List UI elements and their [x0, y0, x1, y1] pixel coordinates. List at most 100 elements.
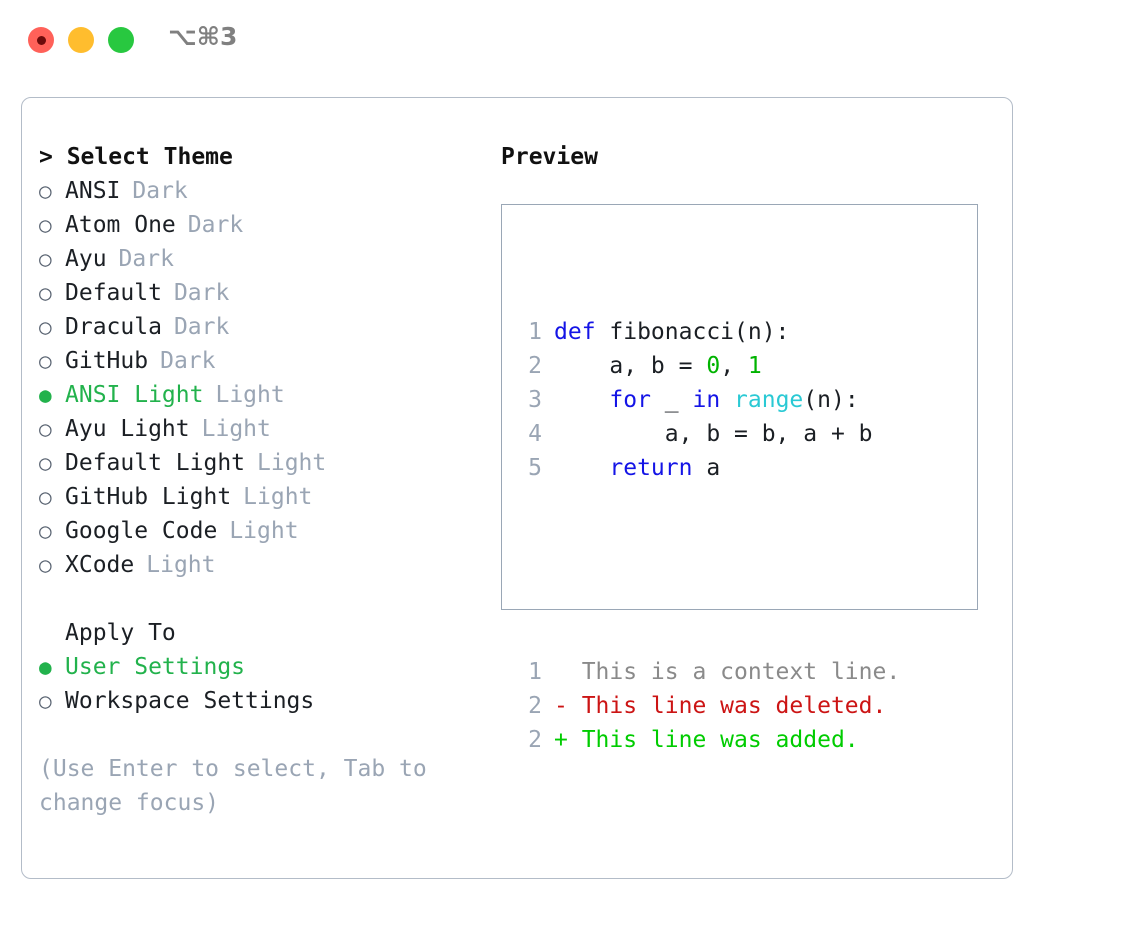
code-line-number: 2	[528, 353, 542, 379]
theme-variant-tag: Dark	[173, 280, 230, 306]
theme-variant-tag: Light	[243, 484, 313, 510]
diff-line-number: 2	[528, 693, 542, 719]
preview-heading: Preview	[501, 144, 598, 170]
radio-unselected-icon: ○	[39, 519, 52, 543]
theme-list-item[interactable]: ○ Default Dark	[39, 276, 499, 310]
radio-unselected-icon: ○	[39, 349, 52, 373]
diff-line: 2 - This line was deleted.	[512, 689, 900, 723]
theme-name-label: Atom One	[65, 212, 176, 238]
theme-name-label: Dracula	[65, 314, 162, 340]
radio-unselected-icon: ○	[39, 485, 52, 509]
theme-variant-tag: Light	[201, 416, 271, 442]
theme-list-item[interactable]: ○ GitHub Dark	[39, 344, 499, 378]
code-token: ,	[720, 353, 748, 379]
radio-unselected-icon: ○	[39, 451, 52, 475]
radio-unselected-icon: ○	[39, 247, 52, 271]
code-line-number: 3	[528, 387, 542, 413]
code-diff-gap	[512, 553, 900, 587]
radio-unselected-icon: ○	[39, 315, 52, 339]
code-token	[554, 455, 609, 481]
close-window-icon[interactable]	[28, 27, 54, 53]
code-line-text: a, b = 0, 1	[554, 349, 761, 383]
apply-to-option[interactable]: ● User Settings	[39, 650, 499, 684]
theme-list-item[interactable]: ○ Atom One Dark	[39, 208, 499, 242]
theme-list-item[interactable]: ○ Default Light Light	[39, 446, 499, 480]
code-line: 5 return a	[512, 451, 900, 485]
radio-selected-icon: ●	[39, 383, 52, 407]
code-token: a, b =	[554, 353, 707, 379]
radio-unselected-icon: ○	[39, 417, 52, 441]
diff-line-text: - This line was deleted.	[554, 693, 887, 719]
radio-unselected-icon: ○	[39, 553, 52, 577]
code-line-text: return a	[554, 451, 720, 485]
code-token: _	[650, 387, 693, 413]
apply-to-label: User Settings	[65, 654, 246, 680]
code-line: 4 a, b = b, a + b	[512, 417, 900, 451]
code-token: return	[609, 455, 693, 481]
maximize-window-icon[interactable]	[108, 27, 134, 53]
code-line: 2 a, b = 0, 1	[512, 349, 900, 383]
apply-to-option[interactable]: ○ Workspace Settings	[39, 684, 499, 718]
minimize-window-icon[interactable]	[68, 27, 94, 53]
diff-line-text: This is a context line.	[554, 659, 901, 685]
diff-line-number: 1	[528, 659, 542, 685]
theme-name-label: XCode	[65, 552, 135, 578]
radio-unselected-icon: ○	[39, 179, 52, 203]
code-line: 3 for _ in range(n):	[512, 383, 900, 417]
theme-name-label: GitHub Light	[65, 484, 232, 510]
code-token	[554, 387, 609, 413]
radio-unselected-icon: ○	[39, 213, 52, 237]
apply-to-label: Workspace Settings	[65, 688, 315, 714]
code-token: range	[734, 387, 804, 413]
theme-name-label: Default	[65, 280, 162, 306]
code-line-text: def fibonacci(n):	[554, 315, 789, 349]
theme-variant-tag: Light	[229, 518, 299, 544]
select-theme-heading: > Select Theme	[39, 144, 233, 170]
radio-unselected-icon: ○	[39, 689, 52, 713]
theme-list-item[interactable]: ○ XCode Light	[39, 548, 499, 582]
diff-line-number: 2	[528, 727, 542, 753]
radio-selected-icon: ●	[39, 655, 52, 679]
theme-variant-tag: Dark	[187, 212, 244, 238]
apply-to-option-list: ● User Settings ○ Workspace Settings	[39, 650, 499, 718]
theme-list-item[interactable]: ○ Dracula Dark	[39, 310, 499, 344]
code-line-number: 4	[528, 421, 542, 447]
theme-name-label: Default Light	[65, 450, 246, 476]
list-spacer	[39, 582, 499, 616]
theme-name-label: Ayu	[65, 246, 107, 272]
theme-list-item[interactable]: ○ Google Code Light	[39, 514, 499, 548]
code-token: a, b = b, a + b	[554, 421, 873, 447]
code-token	[720, 387, 734, 413]
code-line-number: 5	[528, 455, 542, 481]
window-titlebar: ⌥⌘3	[0, 0, 1140, 80]
theme-variant-tag: Light	[257, 450, 327, 476]
apply-to-heading: Apply To	[65, 620, 176, 646]
diff-line-list: 1 This is a context line. 2 - This line wa…	[512, 655, 900, 757]
theme-variant-tag: Light	[215, 382, 285, 408]
theme-variant-tag: Dark	[173, 314, 230, 340]
diff-line: 1 This is a context line.	[512, 655, 900, 689]
theme-name-label: GitHub	[65, 348, 149, 374]
diff-line-text: + This line was added.	[554, 727, 859, 753]
theme-variant-tag: Light	[146, 552, 216, 578]
theme-name-label: ANSI	[65, 178, 121, 204]
keyboard-hint-text: (Use Enter to select, Tab to change focu…	[39, 756, 441, 816]
code-token: (n):	[803, 387, 859, 413]
theme-variant-tag: Dark	[160, 348, 216, 374]
keyboard-shortcut-label: ⌥⌘3	[168, 22, 238, 51]
radio-unselected-icon: ○	[39, 281, 52, 305]
theme-name-label: Google Code	[65, 518, 218, 544]
theme-list-item[interactable]: ○ GitHub Light Light	[39, 480, 499, 514]
